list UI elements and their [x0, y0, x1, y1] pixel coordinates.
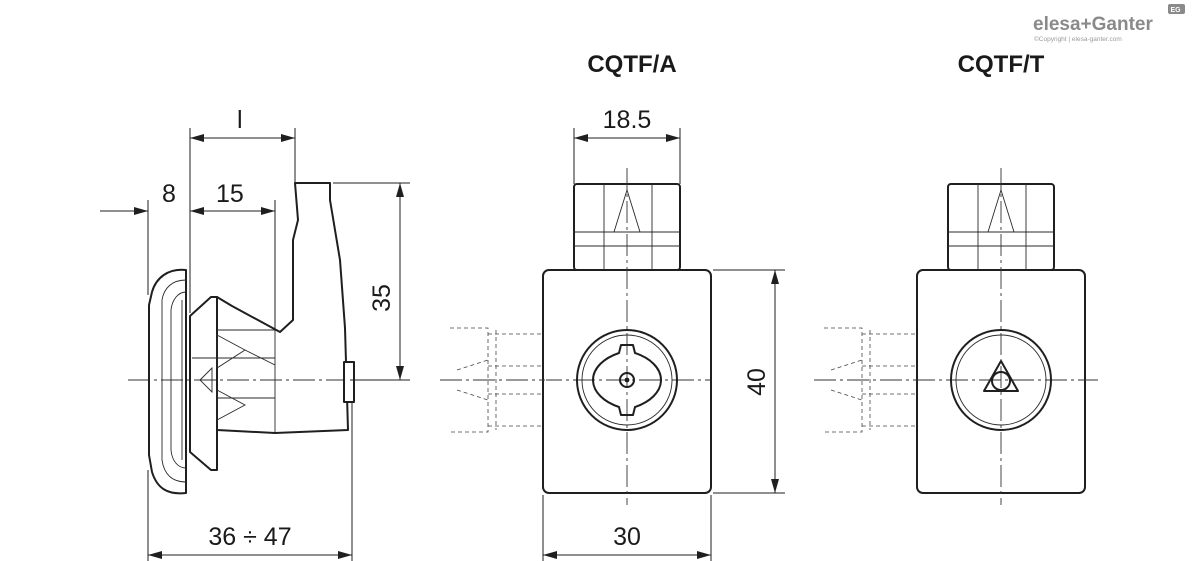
side-view: l 8 15 35 — [100, 106, 410, 561]
knob-body — [148, 268, 187, 495]
phantom-knob-t — [824, 327, 918, 433]
dim-35-label: 35 — [368, 284, 396, 312]
dim-18-5-label: 18.5 — [603, 106, 652, 134]
cqtf-a-title: CQTF/A — [587, 51, 676, 78]
dim-l-label: l — [237, 106, 243, 134]
dim-40: 40 — [713, 269, 785, 494]
dim-36-47: 36 ÷ 47 — [147, 402, 353, 561]
lock-cylinder-a — [576, 329, 678, 431]
dim-8-label: 8 — [162, 180, 176, 208]
dim-40-label: 40 — [743, 368, 771, 396]
brand-logo-text: elesa+Ganter — [1033, 14, 1153, 35]
brand-badge-icon — [1168, 4, 1185, 14]
copyright-text: ©Copyright | elesa-ganter.com — [1034, 35, 1122, 43]
brand-badge: EG — [1171, 7, 1182, 14]
dim-35: 35 — [333, 182, 410, 381]
dim-15-label: 15 — [216, 180, 244, 208]
dim-30: 30 — [542, 495, 712, 561]
dim-l: l — [189, 106, 296, 313]
cqtf-t-title: CQTF/T — [958, 51, 1045, 78]
front-view-cqtf-t: CQTF/T — [814, 51, 1098, 505]
lock-cylinder-t — [950, 329, 1052, 431]
locking-pin — [343, 361, 355, 403]
front-view-cqtf-a: CQTF/A — [440, 51, 785, 561]
dim-30-label: 30 — [613, 523, 641, 551]
dim-8: 8 — [100, 180, 204, 295]
dim-15: 15 — [190, 180, 276, 330]
dim-36-47-label: 36 ÷ 47 — [208, 523, 291, 551]
cam-lever — [189, 182, 349, 471]
phantom-knob-a — [450, 327, 546, 433]
dim-18-5: 18.5 — [573, 106, 681, 184]
brand-logo: elesa+Ganter EG ©Copyright | elesa-gante… — [1033, 4, 1185, 43]
